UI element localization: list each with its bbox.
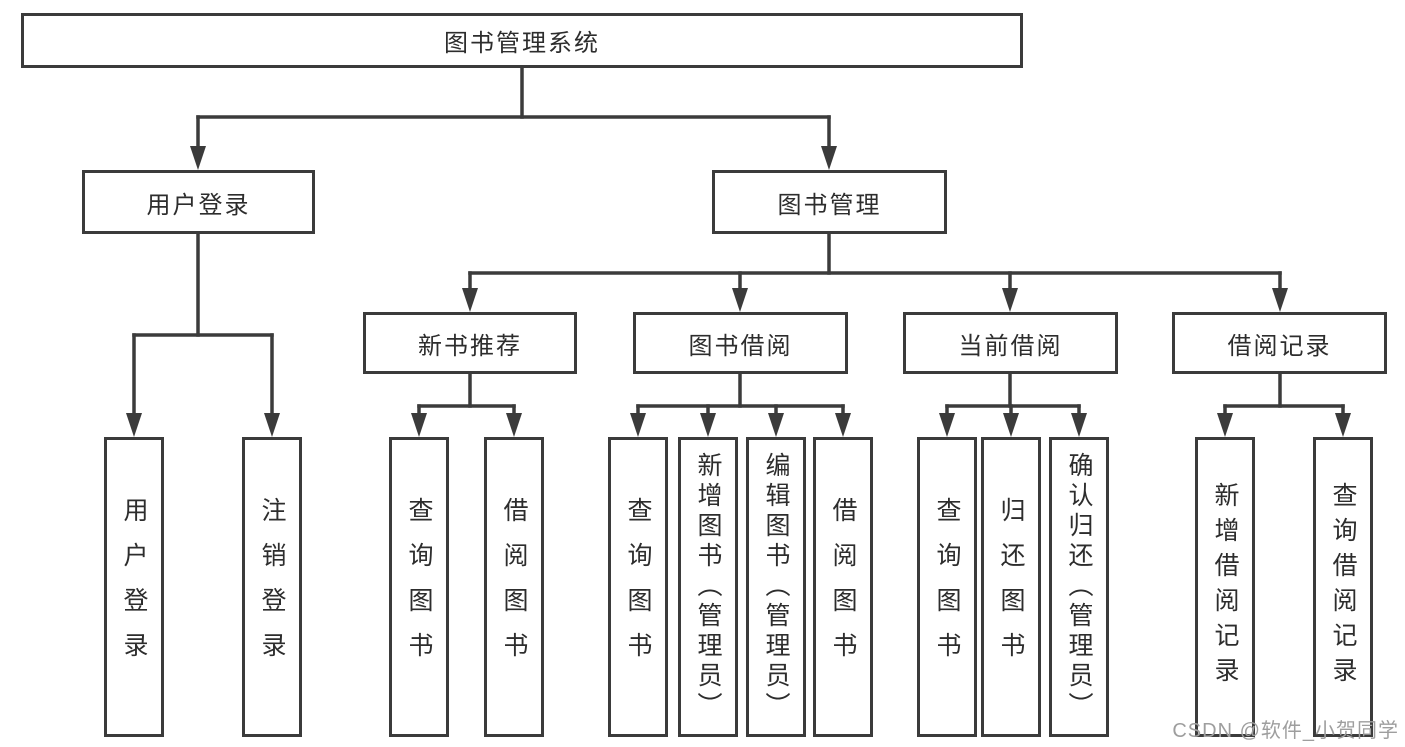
- leaf-user-login: 用户登录: [104, 437, 164, 737]
- leaf-logout: 注销登录: [242, 437, 302, 737]
- leaf-query-borrow-record: 查询借阅记录: [1313, 437, 1373, 737]
- leaf-borrow-books: 借阅图书: [813, 437, 873, 737]
- leaf-confirm-return-admin: 确认归还（管理员）: [1049, 437, 1109, 737]
- node-borrow-records: 借阅记录: [1172, 312, 1387, 374]
- leaf-add-book-admin: 新增图书（管理员）: [678, 437, 738, 737]
- node-current-borrow: 当前借阅: [903, 312, 1118, 374]
- node-library-management-system: 图书管理系统: [21, 13, 1023, 68]
- node-user-login: 用户登录: [82, 170, 315, 234]
- leaf-borrow-books-recommend: 借阅图书: [484, 437, 544, 737]
- leaf-return-book: 归还图书: [981, 437, 1041, 737]
- node-book-borrow: 图书借阅: [633, 312, 848, 374]
- leaf-query-books-recommend: 查询图书: [389, 437, 449, 737]
- csdn-watermark: CSDN @软件_小贺同学: [1172, 720, 1399, 742]
- node-new-book-recommend: 新书推荐: [363, 312, 577, 374]
- node-book-management: 图书管理: [712, 170, 947, 234]
- leaf-edit-book-admin: 编辑图书（管理员）: [746, 437, 806, 737]
- leaf-query-books-borrow: 查询图书: [608, 437, 668, 737]
- leaf-add-borrow-record: 新增借阅记录: [1195, 437, 1255, 737]
- leaf-query-books-current: 查询图书: [917, 437, 977, 737]
